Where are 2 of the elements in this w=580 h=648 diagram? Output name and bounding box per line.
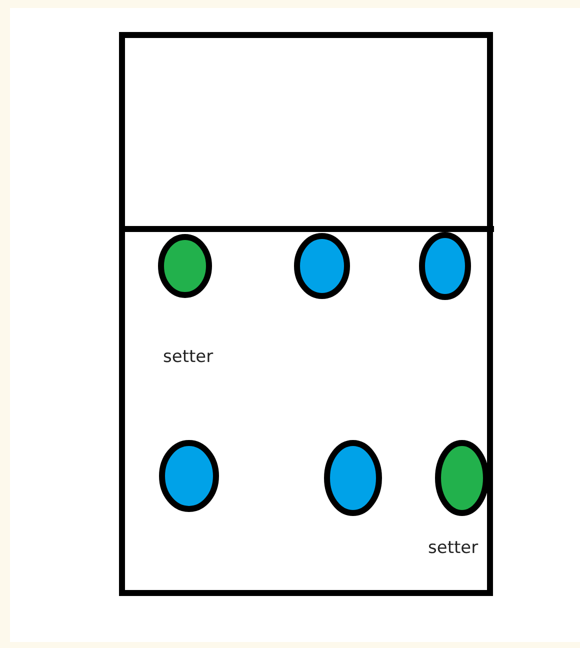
position-label: setter [428, 538, 478, 558]
position-label: setter [163, 347, 214, 367]
